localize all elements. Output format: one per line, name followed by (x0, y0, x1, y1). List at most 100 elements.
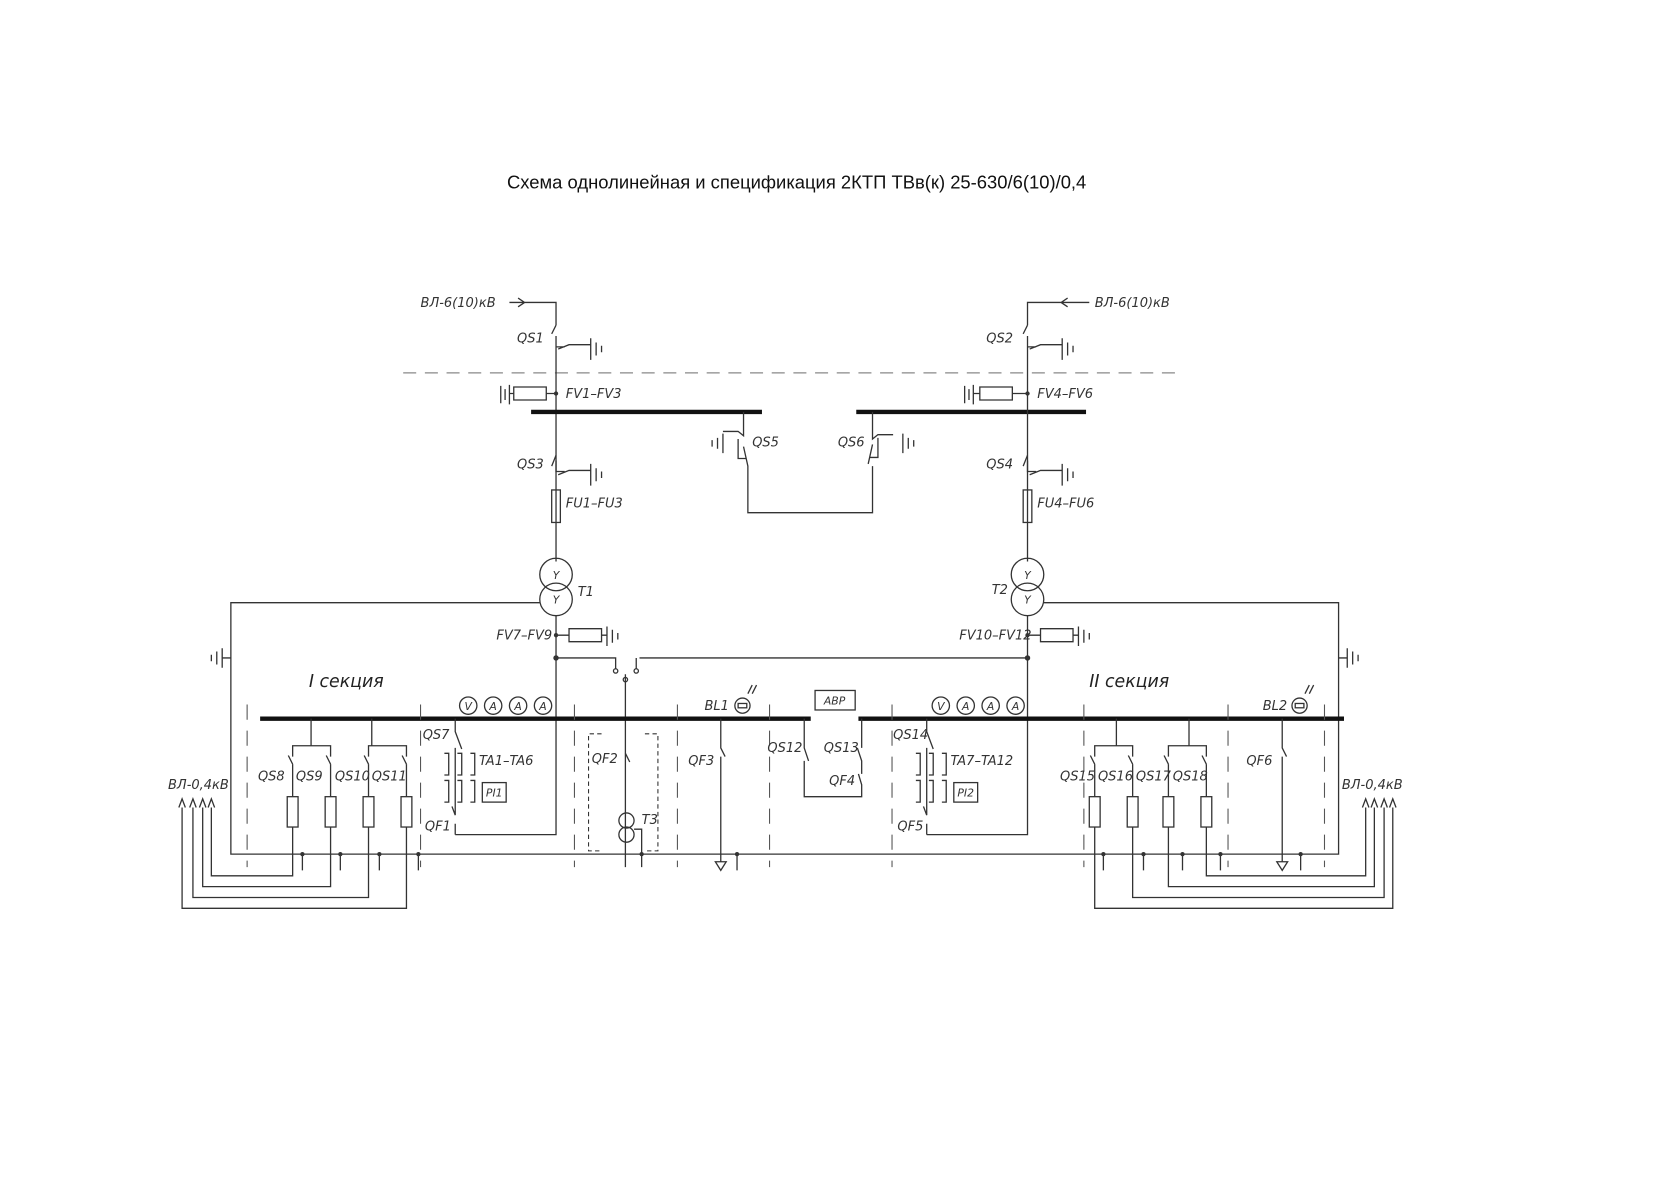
fv4-label: FV4–FV6 (1037, 387, 1093, 402)
hv-input-right-label: ВЛ-6(10)кВ (1095, 296, 1170, 311)
lighting-cell-1: QF3 BL1 (688, 684, 758, 872)
transfer-switch (556, 657, 1028, 868)
qs9-label: QS9 (296, 769, 323, 784)
qf2-label: QF2 (592, 752, 618, 767)
surge-arrester-icon (500, 384, 557, 405)
qs12-label: QS12 (767, 741, 802, 756)
svg-text:A: A (986, 700, 994, 713)
surge-arrester-icon (1027, 626, 1090, 647)
abp-label: АВР (823, 695, 846, 708)
qs4-label: QS4 (986, 457, 1013, 472)
ats-cell: АВР QS12 QS13 QF4 (767, 689, 863, 798)
input-arrow-icon (509, 297, 557, 326)
current-transformer-icon (915, 752, 947, 803)
transformer-icon (539, 557, 573, 592)
disconnector-earth-icon (551, 324, 603, 562)
qf3-label: QF3 (688, 754, 714, 769)
lv-output-right-label: ВЛ-0,4кВ (1342, 778, 1403, 793)
qs6-label: QS6 (838, 436, 865, 451)
ground-icon (1338, 648, 1359, 668)
disconnector-earth-icon (1022, 324, 1074, 562)
current-transformer-icon (444, 752, 476, 803)
t1-label: T1 (578, 585, 594, 600)
section-2-label: II секция (1089, 672, 1169, 692)
lv-earth-loop (230, 602, 1340, 855)
aux-transformer-cell: QF2 T3 (588, 733, 659, 868)
hv-sectional: QS5 QS6 (711, 409, 1087, 514)
surge-arrester-icon (963, 384, 1028, 405)
cell-dividers (246, 704, 1326, 868)
pi2-label: PI2 (957, 787, 974, 800)
hv-input-left-label: ВЛ-6(10)кВ (421, 296, 496, 311)
qs18-label: QS18 (1173, 769, 1208, 784)
svg-text:A: A (513, 700, 521, 713)
abp-box (814, 689, 856, 711)
disconnector-earth-icon (1022, 455, 1074, 486)
hv-feeder-left: ВЛ-6(10)кВ QS1 FV1–FV3 QS3 FU1–FU3 YY T1… (421, 296, 1028, 868)
qf4-label: QF4 (829, 774, 855, 789)
fu1-label: FU1–FU3 (566, 496, 623, 511)
transformer-icon (618, 812, 635, 829)
bl2-label: BL2 (1263, 699, 1287, 714)
svg-text:V: V (465, 700, 474, 713)
qs1-label: QS1 (517, 332, 544, 347)
hv-feeder-right: ВЛ-6(10)кВ QS2 FV4–FV6 QS4 FU4–FU6 YY T2… (926, 296, 1170, 836)
qs14-label: QS14 (893, 728, 928, 743)
qs11-label: QS11 (372, 769, 407, 784)
qf6-label: QF6 (1246, 754, 1272, 769)
svg-text:A: A (538, 700, 546, 713)
svg-text:Y: Y (553, 569, 561, 582)
meters-left: V A A A (458, 696, 553, 715)
meters-right: V A A A (931, 696, 1025, 715)
input-arrow-icon (1026, 297, 1090, 326)
photo-sensor-icon (1291, 697, 1308, 714)
section-1-label: I секция (309, 672, 384, 692)
surge-arrester-icon (556, 626, 619, 647)
qf5-label: QF5 (897, 819, 923, 834)
outgoing-feeders-right: ВЛ-0,4кВ QS15 QS16 QS17 QS18 (1060, 718, 1403, 909)
pi1-label: PI1 (486, 787, 503, 800)
fu4-label: FU4–FU6 (1037, 496, 1094, 511)
input-cell-1: QS7 TA1–TA6 PI1 QF1 (423, 718, 533, 835)
fuse-icon (1022, 489, 1033, 524)
lighting-cell-2: QF6 BL2 (1246, 684, 1315, 872)
qs10-label: QS10 (335, 769, 370, 784)
fuse-icon (551, 489, 562, 524)
output-arrows-icon (178, 796, 216, 808)
qs17-label: QS17 (1136, 769, 1172, 784)
qs5-label: QS5 (752, 436, 779, 451)
svg-text:A: A (488, 700, 496, 713)
svg-text:Y: Y (1024, 569, 1032, 582)
qs13-label: QS13 (824, 741, 859, 756)
svg-text:Y: Y (553, 594, 561, 607)
disconnector-earth-icon (551, 455, 603, 486)
meter-box (481, 781, 507, 803)
svg-text:Y: Y (1024, 594, 1032, 607)
qf1-label: QF1 (425, 819, 451, 834)
t2-label: T2 (992, 583, 1008, 598)
bl1-label: BL1 (705, 699, 729, 714)
photo-sensor-icon (734, 697, 751, 714)
qs2-label: QS2 (986, 332, 1013, 347)
qs15-label: QS15 (1060, 769, 1095, 784)
input-cell-2: QS14 TA7–TA12 PI2 QF5 (893, 718, 1014, 835)
transformer-icon (1010, 557, 1045, 592)
qs8-label: QS8 (258, 769, 285, 784)
output-arrows-icon (1361, 796, 1397, 808)
lv-output-left-label: ВЛ-0,4кВ (168, 778, 229, 793)
svg-text:V: V (937, 700, 946, 713)
outgoing-feeders-left: ВЛ-0,4кВ QS8 QS9 QS10 QS11 (168, 718, 421, 909)
fv10-label: FV10–FV12 (959, 629, 1031, 644)
meter-box (953, 781, 979, 803)
ta1-label: TA1–TA6 (479, 754, 533, 769)
qs3-label: QS3 (517, 457, 544, 472)
ta7-label: TA7–TA12 (951, 754, 1014, 769)
diagram-title: Схема однолинейная и спецификация 2КТП Т… (507, 172, 1086, 193)
fv1-label: FV1–FV3 (566, 387, 622, 402)
ground-icon (210, 648, 231, 668)
t3-label: T3 (642, 813, 658, 828)
qs7-label: QS7 (423, 728, 450, 743)
svg-text:A: A (961, 700, 969, 713)
fv7-label: FV7–FV9 (496, 629, 552, 644)
